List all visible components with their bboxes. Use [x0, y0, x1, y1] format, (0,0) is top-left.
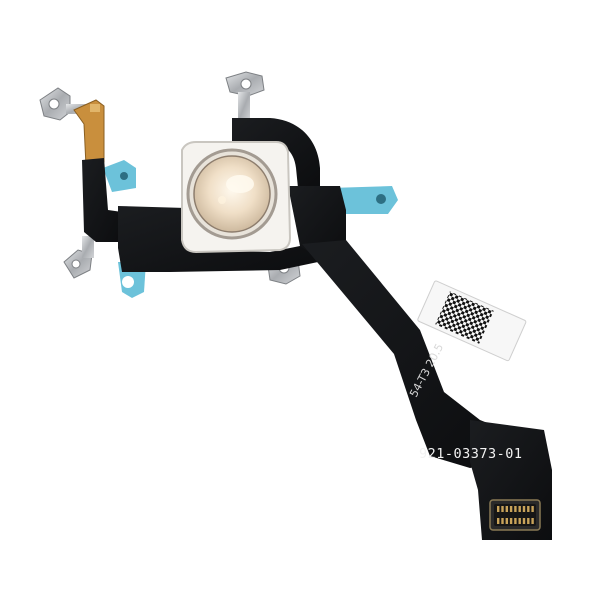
connector-pin: [527, 518, 530, 524]
connector-pin: [522, 506, 526, 512]
connector-pin: [497, 518, 500, 524]
connector-pin: [505, 506, 508, 512]
connector-pin: [501, 518, 504, 524]
blue-tab-hole-left: [120, 172, 128, 180]
blue-tab-hole-right: [376, 194, 386, 204]
connector-pin: [527, 506, 530, 512]
connector-pin: [518, 518, 521, 524]
connector-pin: [505, 518, 508, 524]
connector-pins: [497, 506, 534, 524]
connector-pin: [509, 506, 513, 512]
connector-pin: [514, 506, 517, 512]
metal-bracket-top-center: [225, 71, 265, 122]
data-matrix-label: [417, 280, 527, 362]
blue-tab-hole: [122, 276, 134, 288]
connector-pin: [522, 518, 526, 524]
copper-tail-pad: [90, 104, 100, 112]
connector-pin: [509, 518, 513, 524]
flash-led-dot: [218, 196, 226, 204]
connector-pin: [518, 506, 521, 512]
connector-pin: [497, 506, 500, 512]
data-matrix-code: [435, 291, 494, 344]
flash-led-highlight: [226, 175, 254, 193]
connector-pin: [501, 506, 504, 512]
blue-tab-left: [103, 160, 136, 192]
connector-pin: [514, 518, 517, 524]
flash-module: [181, 141, 292, 254]
part-number-label: 921-03373-01: [419, 446, 523, 462]
connector-pin: [531, 518, 534, 524]
connector-pin: [531, 506, 534, 512]
metal-bracket-bottom-left: [63, 236, 94, 279]
flash-lens: [193, 155, 271, 233]
blue-tab-right: [330, 186, 398, 214]
board-to-board-connector: [489, 499, 541, 531]
